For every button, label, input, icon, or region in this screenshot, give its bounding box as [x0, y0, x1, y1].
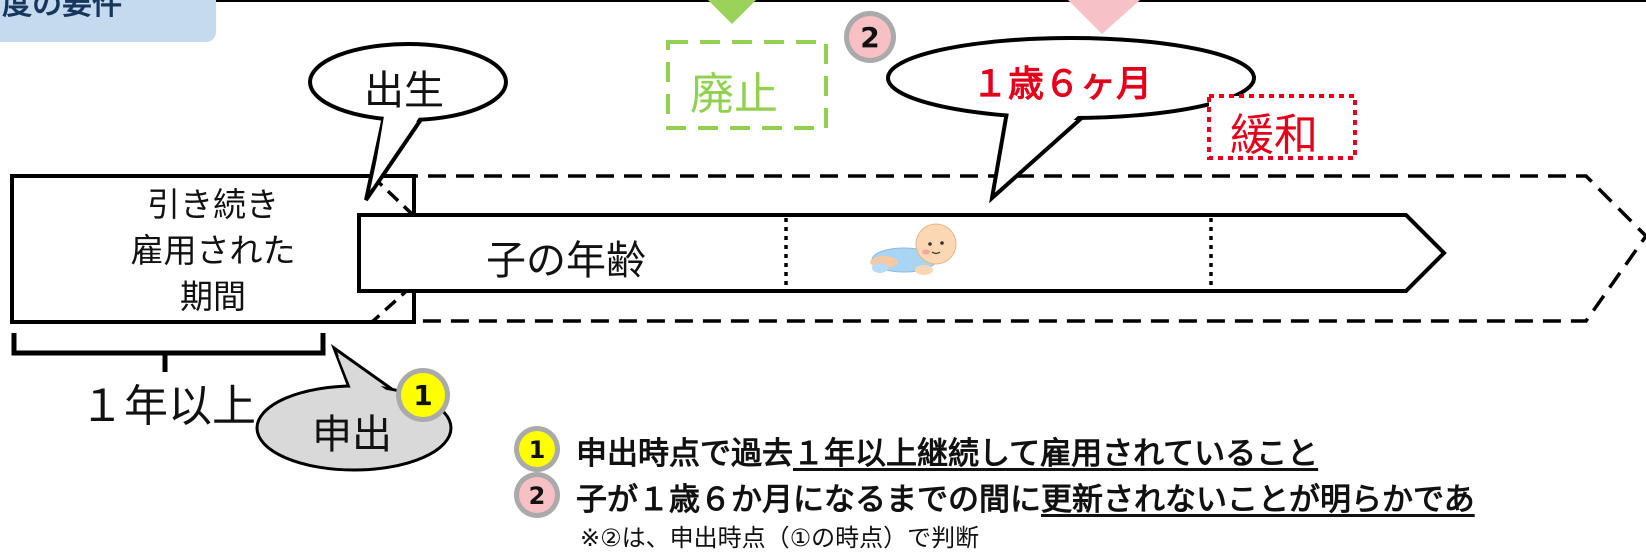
birth-speech-bubble [308, 42, 508, 202]
badge-two-top-number: 2 [860, 21, 879, 54]
requirement-1-underlined: １年以上継続して雇用されていること [793, 436, 1319, 472]
badge-one-application: 1 [396, 368, 450, 422]
employment-period-line-3: 期間 [180, 277, 246, 316]
badge-one-application-number: 1 [413, 379, 432, 412]
requirement-badge-2-number: 2 [529, 482, 546, 510]
requirement-1: 申出時点で過去１年以上継続して雇用されていること [562, 428, 1318, 473]
requirement-badge-2: 2 [514, 472, 560, 518]
birth-label: 出生 [364, 68, 444, 114]
pink-marker [1068, 0, 1140, 34]
one-year-bracket [11, 333, 326, 372]
requirement-1-text: 申出時点で過去１年以上継続して雇用されていること [576, 428, 1318, 473]
crawling-baby-icon [870, 223, 957, 275]
employment-period-line-1: 引き続き [147, 185, 279, 224]
employment-period-line-2: 雇用された [130, 231, 296, 270]
requirement-badge-1: 1 [514, 426, 560, 472]
child-age-label: 子の年齢 [486, 238, 646, 284]
one-year-label: １年以上 [80, 381, 256, 432]
abolished-label: 廃止 [690, 69, 778, 120]
requirement-1-plain: 申出時点で過去 [576, 436, 793, 472]
relaxed-label: 緩和 [1230, 110, 1318, 161]
green-marker [708, 0, 756, 24]
requirement-2: 子が１歳６か月になるまでの間に更新されないことが明らかであ [562, 474, 1475, 519]
abolished-box [666, 40, 828, 130]
header-tab-text: 度の要件 [2, 0, 122, 22]
badge-two-top: 2 [844, 11, 896, 63]
age-limit-label: １歳６ヶ月 [972, 64, 1153, 105]
requirement-badge-1-number: 1 [529, 436, 546, 464]
requirement-2-plain: 子が１歳６か月になるまでの間に [576, 482, 1041, 518]
age-limit-speech-bubble [886, 36, 1256, 204]
requirement-2-underlined: 更新されないことが明らかであ [1041, 482, 1475, 518]
employment-period-text: 引き続き 雇用された 期間 [12, 182, 414, 320]
requirement-2-text: 子が１歳６か月になるまでの間に更新されないことが明らかであ [576, 474, 1475, 519]
application-label: 申出 [312, 412, 392, 458]
employment-period-box [10, 174, 416, 324]
relaxed-box [1207, 94, 1357, 160]
judgement-note: ※②は、申出時点（①の時点）で判断 [580, 524, 980, 552]
header-tab: 度の要件 [0, 0, 216, 42]
